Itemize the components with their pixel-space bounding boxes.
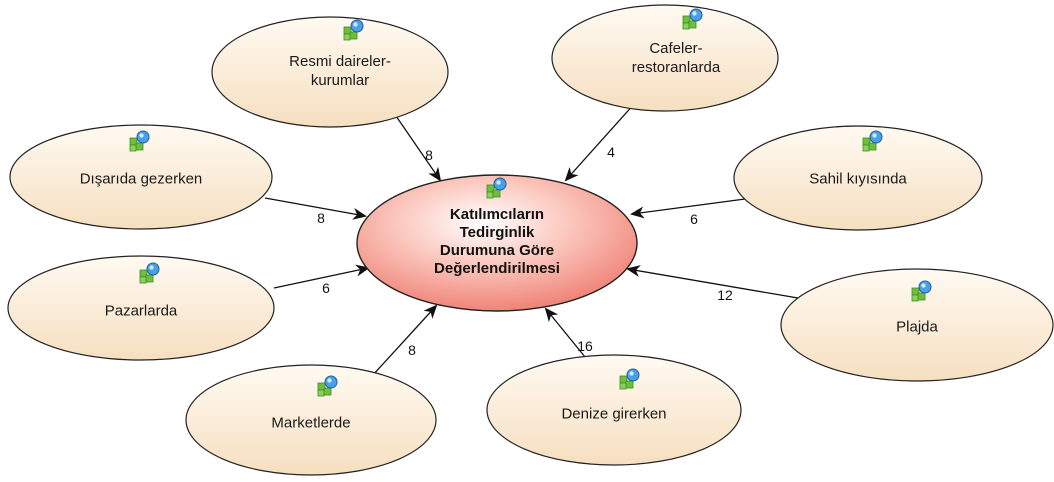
edge-weight-pazarlarda: 6: [322, 280, 330, 296]
edge-weight-resmi: 8: [425, 147, 433, 163]
center-node-label: Katılımcıların Tedirginlik Durumuna Göre…: [434, 206, 560, 277]
edge-weight-cafeler: 4: [607, 144, 615, 160]
edge-cafeler: [564, 102, 636, 182]
node-disarida[interactable]: [9, 124, 273, 230]
node-label-pazarlarda: Pazarlarda: [104, 302, 178, 320]
node-plajda[interactable]: [780, 268, 1054, 382]
center-node[interactable]: [356, 174, 638, 312]
node-cafeler[interactable]: [551, 4, 779, 112]
edge-marketlerde: [371, 304, 438, 377]
node-pazarlarda[interactable]: [7, 255, 275, 361]
node-label-plajda: Plajda: [896, 318, 938, 336]
edge-weight-plajda: 12: [717, 287, 733, 303]
node-denize[interactable]: [486, 354, 742, 466]
edge-sahil: [630, 198, 746, 219]
node-label-disarida: Dışarıda gezerken: [79, 170, 203, 188]
edge-weight-denize: 16: [577, 338, 593, 354]
node-label-cafeler: Cafeler- restoranlarda: [631, 40, 721, 76]
edge-plajda: [626, 265, 799, 299]
edge-weight-disarida: 8: [317, 210, 325, 226]
edge-disarida: [264, 197, 367, 220]
node-label-resmi: Resmi daireler- kurumlar: [289, 53, 391, 89]
edges-group: [264, 102, 799, 377]
edge-weight-marketlerde: 8: [408, 342, 416, 358]
node-label-denize: Denize girerken: [561, 405, 667, 423]
node-label-marketlerde: Marketlerde: [271, 414, 351, 432]
node-marketlerde[interactable]: [185, 364, 437, 476]
edge-weight-sahil: 6: [690, 211, 698, 227]
edge-resmi: [395, 115, 442, 182]
edge-pazarlarda: [273, 264, 370, 289]
node-resmi[interactable]: [211, 16, 449, 128]
node-sahil[interactable]: [733, 125, 983, 231]
node-label-sahil: Sahil kıyısında: [809, 170, 907, 188]
